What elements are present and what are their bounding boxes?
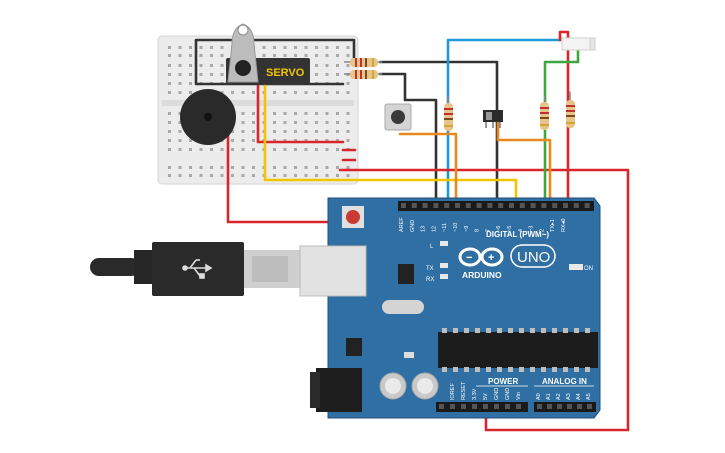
wire-blue-led (446, 38, 562, 206)
top-pin-label-2: 13 (421, 226, 427, 232)
top-pin-label-5: ~10 (453, 223, 459, 232)
power-pin-label-4: GND (494, 388, 500, 400)
arduino-logo: − + ARDUINO UNO (458, 244, 556, 280)
capacitors (379, 372, 439, 400)
top-pin-label-9: ~6 (496, 226, 502, 232)
power-pin-label-1: RESET (461, 381, 467, 400)
led-label-rx: RX (426, 277, 434, 283)
wire-yellow-servo (263, 84, 518, 206)
top-pin-label-3: 12 (431, 226, 437, 232)
top-pin-label-15: RX◂0 (561, 219, 567, 232)
top-pin-label-10: ~5 (507, 226, 513, 232)
analog-pin-label-4: A4 (576, 393, 582, 400)
digital-header (398, 201, 594, 211)
top-pin-label-0: AREF (399, 217, 405, 232)
led-label-l: L (430, 244, 434, 250)
top-pin-label-7: 8 (475, 229, 481, 232)
digital-header-label: DIGITAL (PWM~) (486, 230, 549, 239)
power-pin-label-6: Vin (516, 392, 522, 400)
resistor-breadboard-bottom[interactable] (344, 70, 382, 79)
servo-label: SERVO (266, 67, 305, 79)
svg-text:+: + (488, 252, 494, 264)
power-header-label: POWER (488, 377, 518, 386)
usb-cable (90, 242, 300, 296)
power-pin-label-0: IOREF (450, 383, 456, 400)
analog-pin-label-1: A1 (546, 393, 552, 400)
led-label-on: ON (584, 266, 593, 272)
rgb-led[interactable] (561, 37, 596, 51)
atmega-chip (438, 328, 598, 372)
svg-text:−: − (466, 252, 472, 264)
wire-black-top-rail (248, 38, 356, 64)
crystal (382, 300, 424, 314)
power-pin-label-3: 5V (483, 393, 489, 400)
top-pin-label-12: ~3 (529, 226, 535, 232)
resistor-1[interactable] (444, 103, 453, 131)
analog-pin-label-5: A5 (586, 393, 592, 400)
wire-black-gnd-pin (378, 72, 438, 206)
reset-button[interactable] (342, 206, 364, 228)
wire-red-servo (256, 84, 345, 144)
push-button[interactable] (384, 103, 412, 131)
power-header (436, 402, 528, 412)
onboard-leds: L TX RX ON (426, 241, 593, 283)
slide-switch[interactable] (483, 110, 503, 128)
analog-pin-label-3: A3 (566, 393, 572, 400)
analog-pin-label-0: A0 (536, 393, 542, 400)
analog-pin-label-2: A2 (556, 393, 562, 400)
top-pin-label-1: GND (410, 220, 416, 232)
analog-header (534, 402, 596, 412)
arduino-uno-board[interactable]: − + ARDUINO UNO L TX RX ON AREF GND 13 12 ~1… (299, 197, 601, 419)
piezo-buzzer[interactable] (180, 89, 236, 145)
resistor-3[interactable] (566, 100, 575, 128)
top-pin-label-14: TX▸1 (550, 219, 556, 232)
power-pin-label-2: 3.3V (472, 388, 478, 400)
usb-icon (182, 259, 213, 279)
dc-jack (310, 368, 362, 412)
resistor-breadboard-top[interactable] (344, 58, 382, 67)
led-label-tx: TX (426, 266, 434, 272)
analog-header-label: ANALOG IN (542, 377, 587, 386)
top-pin-label-11: 4 (518, 229, 524, 232)
top-pin-label-6: ~9 (464, 226, 470, 232)
arduino-brand: ARDUINO (462, 270, 502, 280)
servo-horn[interactable] (227, 23, 259, 83)
wire-orange-button (398, 132, 458, 206)
top-pin-label-13: 2 (539, 229, 545, 232)
top-pin-label-4: ~11 (442, 223, 448, 232)
arduino-model: UNO (517, 249, 550, 266)
wire-red-5v (338, 168, 630, 432)
usb-port (299, 245, 367, 297)
servo-motor[interactable]: SERVO (226, 23, 310, 84)
power-pin-label-5: GND (505, 388, 511, 400)
resistor-2[interactable] (540, 102, 549, 130)
wire-orange-switch (496, 118, 552, 206)
top-pin-label-8: 7 (485, 229, 491, 232)
